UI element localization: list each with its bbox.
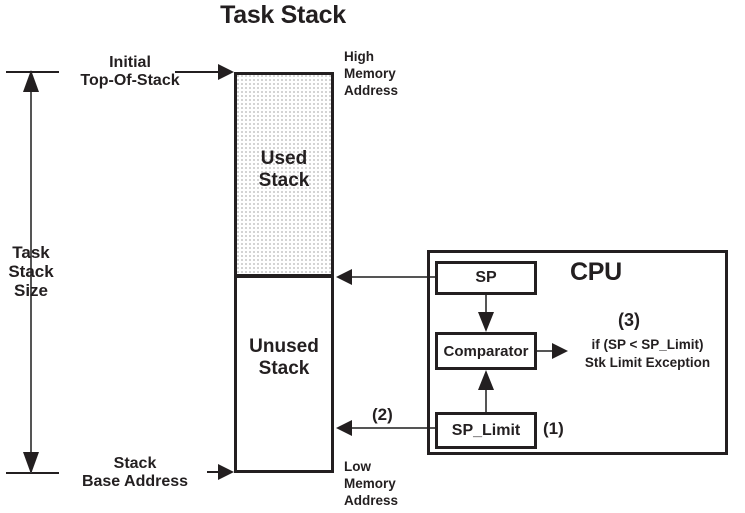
high-memory-address-label: High Memory Address xyxy=(344,49,399,98)
initial-top-of-stack-label: Initial Top-Of-Stack xyxy=(80,54,180,90)
initial-top-of-stack-leader-line xyxy=(175,71,223,73)
arrow-right-icon xyxy=(218,464,234,480)
stack-limit-exception-text: if (SP < SP_Limit) Stk Limit Exception xyxy=(584,337,711,370)
sp-limit-to-stack-line xyxy=(348,427,436,429)
step-2-annotation: (2) xyxy=(372,405,393,424)
arrow-left-icon xyxy=(336,420,352,436)
comparator-box: Comparator xyxy=(435,332,537,370)
stack-base-address-label: Stack Base Address xyxy=(81,455,189,491)
step-1-annotation: (1) xyxy=(543,419,564,438)
sp-to-stack-line xyxy=(348,276,436,278)
arrow-right-icon xyxy=(552,343,568,359)
sp-limit-register-box: SP_Limit xyxy=(435,412,537,449)
arrow-right-icon xyxy=(218,64,234,80)
arrow-down-icon xyxy=(23,452,39,474)
step-3-annotation: (3) xyxy=(618,310,640,330)
arrow-down-icon xyxy=(478,312,494,332)
arrow-up-icon xyxy=(478,370,494,390)
used-stack-region xyxy=(234,72,334,277)
low-memory-address-label: Low Memory Address xyxy=(344,459,399,508)
task-stack-size-label: Task Stack Size xyxy=(8,243,54,301)
stack-size-dimension-line xyxy=(30,72,32,473)
task-stack-title: Task Stack xyxy=(220,1,346,29)
sp-to-comparator-line xyxy=(485,295,487,317)
sp-register-box: SP xyxy=(435,261,537,295)
used-stack-label: Used Stack xyxy=(258,148,310,191)
arrow-left-icon xyxy=(336,269,352,285)
cpu-title: CPU xyxy=(570,258,622,286)
cpu-boundary-box xyxy=(427,250,728,455)
sp-limit-to-comparator-line xyxy=(485,385,487,412)
comparator-output-line xyxy=(537,350,557,352)
stack-pointer-divider xyxy=(234,275,334,278)
stack-base-address-leader-line xyxy=(207,471,223,473)
unused-stack-label: Unused Stack xyxy=(249,336,319,379)
arrow-up-icon xyxy=(23,70,39,92)
